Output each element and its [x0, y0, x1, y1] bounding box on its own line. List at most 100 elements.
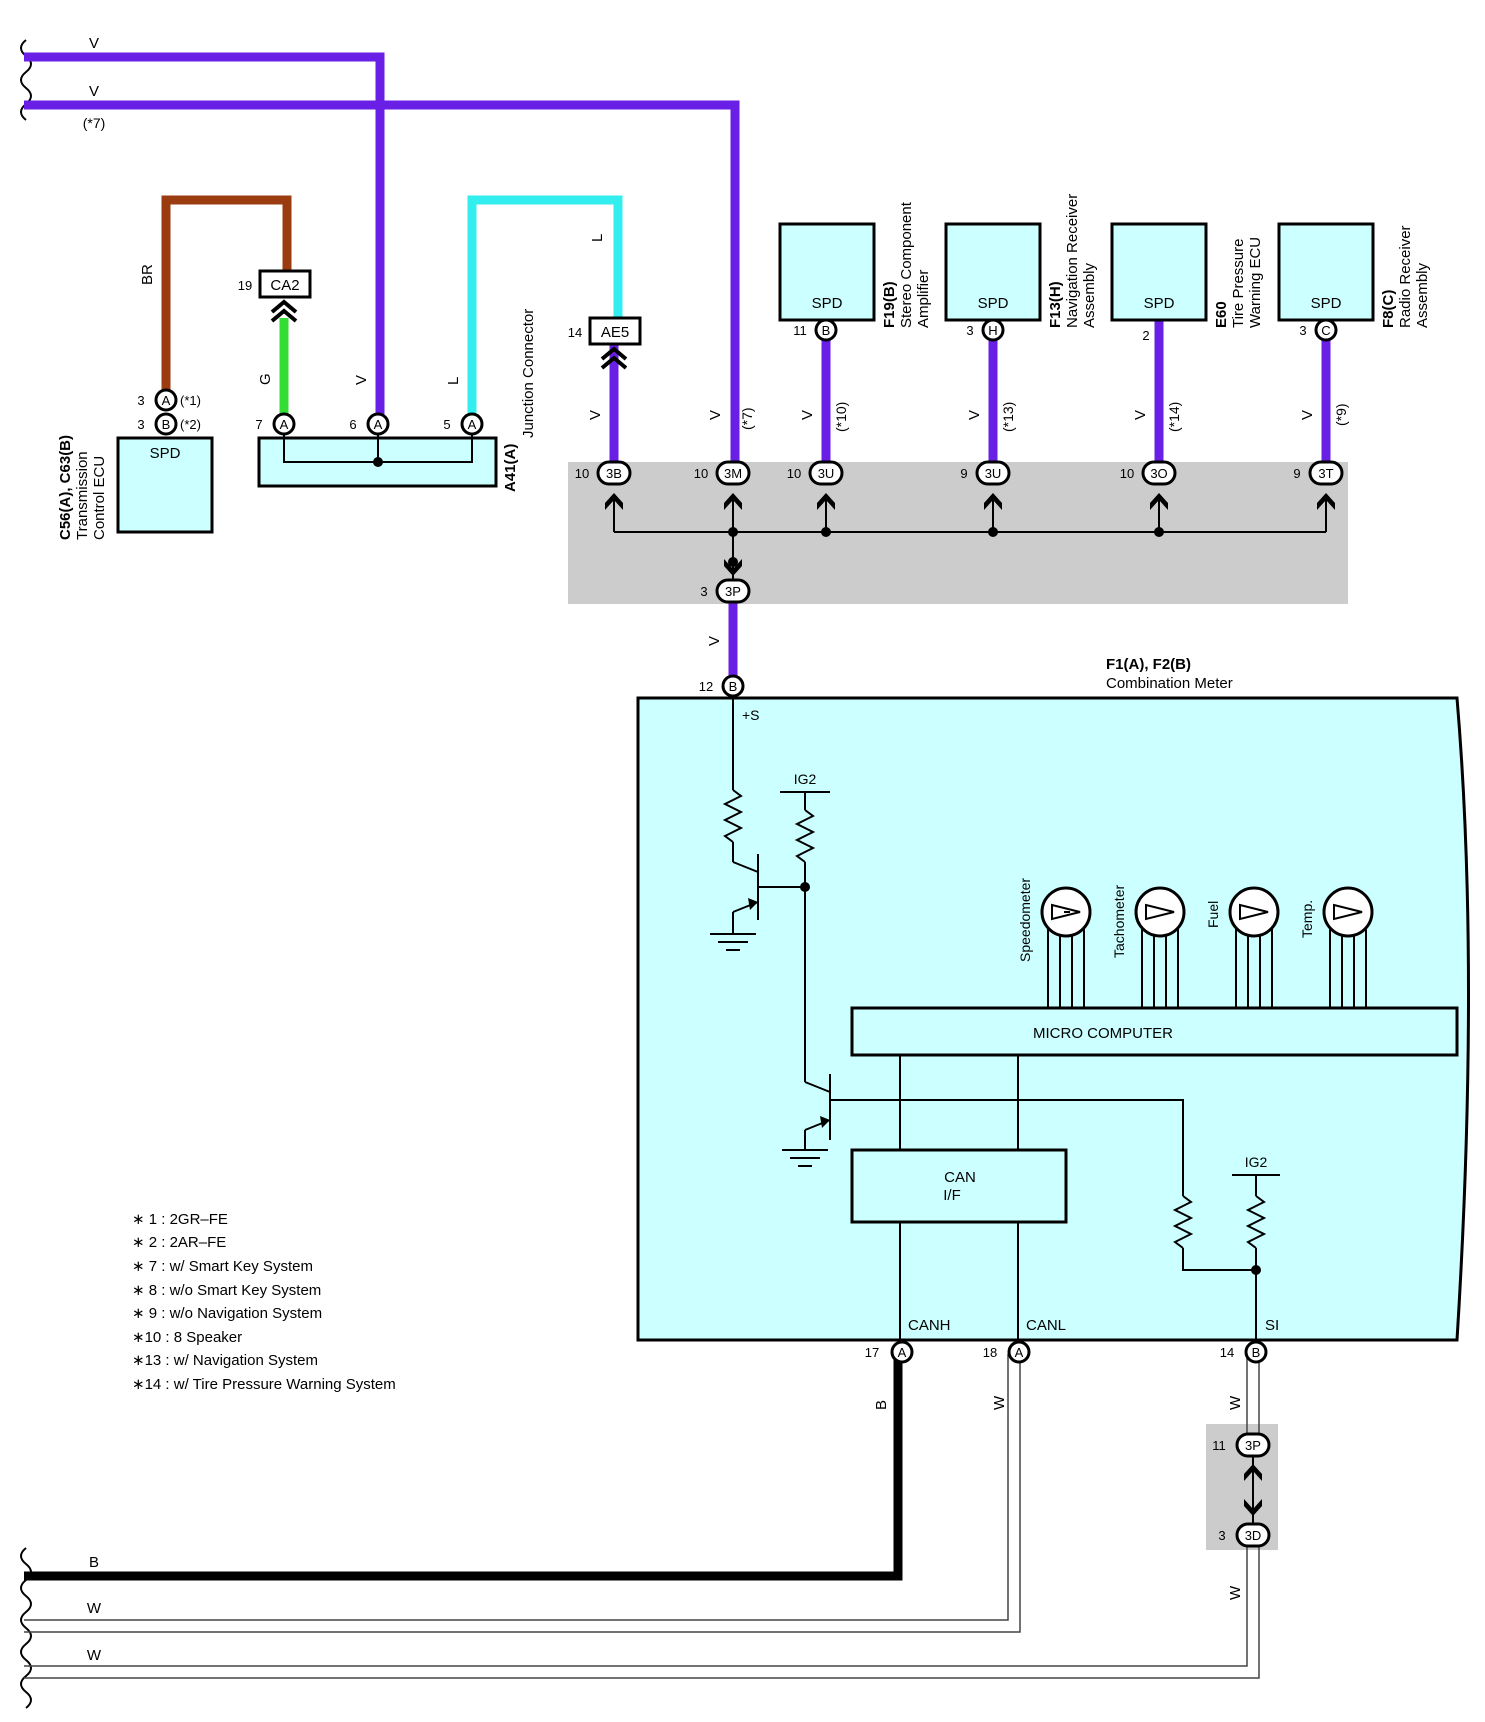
svg-text:Stereo Component: Stereo Component — [898, 201, 915, 328]
svg-text:CA2: CA2 — [270, 277, 299, 294]
svg-text:A: A — [162, 393, 171, 408]
svg-text:F8(C): F8(C) — [1380, 290, 1397, 328]
svg-text:F19(B): F19(B) — [881, 281, 898, 328]
svg-text:SPD: SPD — [812, 295, 843, 312]
micro-computer-label: MICRO COMPUTER — [1033, 1025, 1173, 1042]
svg-text:B: B — [89, 1554, 99, 1571]
svg-text:Radio Receiver: Radio Receiver — [1397, 225, 1414, 328]
svg-text:V: V — [1299, 410, 1316, 420]
notes-legend: ∗ 1 : 2GR–FE ∗ 2 : 2AR–FE ∗ 7 : w/ Smart… — [132, 1211, 396, 1393]
svg-text:∗10 : 8 Speaker: ∗10 : 8 Speaker — [132, 1329, 242, 1346]
meter-name: Combination Meter — [1106, 675, 1233, 692]
svg-text:3P: 3P — [1245, 1438, 1261, 1453]
svg-text:SPD: SPD — [1311, 295, 1342, 312]
svg-text:Navigation Receiver: Navigation Receiver — [1064, 194, 1081, 328]
meter-id: F1(A), F2(B) — [1106, 656, 1191, 673]
micro-computer-box — [850, 1006, 1459, 1057]
svg-text:A: A — [280, 417, 289, 432]
meter-circuit — [710, 696, 1280, 1346]
navigation-receiver: SPD H 3 F13(H) Navigation Receiver Assem… — [944, 194, 1098, 342]
svg-text:A: A — [898, 1345, 907, 1360]
svg-text:3: 3 — [137, 393, 144, 408]
svg-text:L: L — [589, 234, 606, 242]
svg-text:V: V — [89, 35, 99, 52]
svg-text:SI: SI — [1265, 1317, 1279, 1334]
wire-break-marks — [20, 39, 32, 1709]
svg-text:11: 11 — [1212, 1438, 1226, 1453]
svg-text:V: V — [353, 375, 370, 385]
svg-text:3: 3 — [1218, 1528, 1225, 1543]
svg-text:3T: 3T — [1318, 466, 1333, 481]
junction-dots — [728, 527, 1164, 567]
svg-text:V: V — [1132, 410, 1149, 420]
svg-text:V: V — [707, 410, 724, 420]
connector-ca2: CA2 19 — [238, 269, 312, 323]
svg-text:3U: 3U — [985, 466, 1002, 481]
svg-text:BR: BR — [139, 264, 156, 285]
stereo-amplifier: SPD B 11 F19(B) Stereo Component Amplifi… — [778, 201, 932, 342]
can-interface-box — [850, 1148, 1068, 1224]
svg-text:3: 3 — [700, 584, 707, 599]
svg-text:3: 3 — [137, 417, 144, 432]
svg-text:L: L — [445, 377, 462, 385]
tcm-name1: Transmission — [74, 451, 91, 540]
svg-text:W: W — [991, 1395, 1008, 1410]
svg-text:3M: 3M — [724, 466, 742, 481]
svg-text:CANL: CANL — [1026, 1317, 1066, 1334]
svg-text:Warning ECU: Warning ECU — [1247, 237, 1264, 328]
svg-text:3D: 3D — [1245, 1528, 1262, 1543]
svg-text:∗ 2 : 2AR–FE: ∗ 2 : 2AR–FE — [132, 1234, 226, 1251]
tcm-label-group: C56(A), C63(B) Transmission Control ECU — [57, 435, 108, 540]
white-wires — [24, 1354, 1260, 1679]
svg-text:(*14): (*14) — [1166, 402, 1182, 432]
svg-text:(*10): (*10) — [833, 402, 849, 432]
svg-text:∗ 9 : w/o Navigation System: ∗ 9 : w/o Navigation System — [132, 1305, 322, 1322]
temp-gauge: Temp. — [1299, 886, 1374, 1008]
svg-text:+S: +S — [742, 707, 760, 723]
svg-text:W: W — [1227, 1585, 1244, 1600]
tcm-id: C56(A), C63(B) — [57, 435, 74, 540]
svg-text:(*13): (*13) — [1000, 402, 1016, 432]
svg-text:18: 18 — [983, 1345, 997, 1360]
speedometer-gauge: Speedometer — [1017, 878, 1092, 1008]
svg-text:19: 19 — [238, 278, 252, 293]
svg-text:2: 2 — [1142, 328, 1149, 343]
svg-text:CANH: CANH — [908, 1317, 951, 1334]
svg-text:Tachometer: Tachometer — [1111, 885, 1127, 958]
svg-text:B: B — [162, 417, 171, 432]
svg-text:V: V — [89, 83, 99, 100]
svg-text:∗ 1 : 2GR–FE: ∗ 1 : 2GR–FE — [132, 1211, 228, 1228]
svg-text:17: 17 — [865, 1345, 879, 1360]
svg-text:3U: 3U — [818, 466, 835, 481]
svg-text:3O: 3O — [1150, 466, 1167, 481]
svg-text:W: W — [1227, 1395, 1244, 1410]
svg-text:11: 11 — [793, 323, 807, 338]
svg-text:Temp.: Temp. — [1299, 900, 1315, 938]
svg-text:∗13 : w/ Navigation System: ∗13 : w/ Navigation System — [132, 1352, 318, 1369]
violet-wires — [24, 52, 1331, 683]
tcm-name2: Control ECU — [91, 456, 108, 540]
svg-text:B: B — [822, 323, 831, 338]
svg-text:Fuel: Fuel — [1205, 901, 1221, 928]
jc-label-group: A41(A) Junction Connector — [502, 309, 537, 492]
svg-text:SPD: SPD — [1144, 295, 1175, 312]
svg-text:I/F: I/F — [943, 1187, 961, 1204]
svg-text:A: A — [374, 417, 383, 432]
svg-text:(*1): (*1) — [180, 393, 201, 408]
svg-text:IG2: IG2 — [794, 771, 817, 787]
svg-text:3B: 3B — [606, 466, 622, 481]
svg-text:AE5: AE5 — [601, 324, 629, 341]
svg-text:A41(A): A41(A) — [502, 444, 519, 492]
svg-text:3: 3 — [1299, 323, 1306, 338]
svg-text:12: 12 — [699, 679, 713, 694]
svg-text:B: B — [873, 1400, 890, 1410]
svg-text:A: A — [468, 417, 477, 432]
svg-text:IG2: IG2 — [1245, 1154, 1268, 1170]
svg-text:6: 6 — [349, 417, 356, 432]
svg-text:∗14 : w/ Tire Pressure Warning: ∗14 : w/ Tire Pressure Warning System — [132, 1376, 396, 1393]
svg-text:Tire Pressure: Tire Pressure — [1230, 239, 1247, 328]
svg-text:W: W — [87, 1600, 102, 1617]
svg-text:B: B — [1252, 1345, 1261, 1360]
svg-text:14: 14 — [568, 325, 582, 340]
